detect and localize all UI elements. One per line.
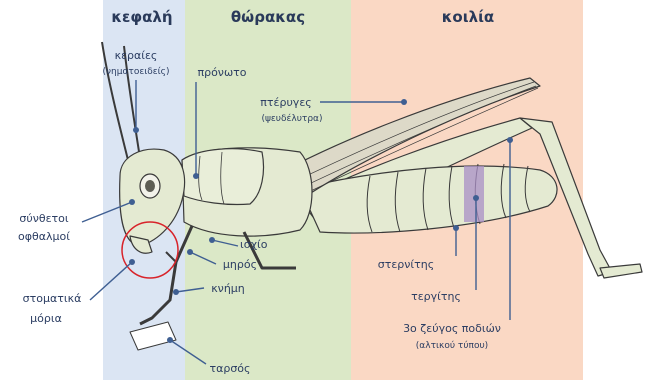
label-pronotum: πρόνωτο <box>197 66 246 79</box>
label-mouthparts-1: στοματικά <box>23 292 82 305</box>
label-coxa: ισχίο <box>240 238 268 251</box>
tergite-highlight <box>464 166 484 222</box>
label-wings: πτέρυγες <box>260 96 311 109</box>
label-third-legs-note: (αλτικού τύπου) <box>416 340 488 351</box>
region-title-thorax: θώρακας <box>231 8 305 26</box>
label-femur: μηρός <box>223 258 257 271</box>
label-tibia: κνήμη <box>211 282 245 295</box>
region-title-head: κεφαλή <box>111 8 172 26</box>
label-third-legs: 3ο ζεύγος ποδιών <box>403 322 501 335</box>
label-tergite: τεργίτης <box>411 290 461 303</box>
label-compound-eyes-2: οφθαλμοί <box>18 230 70 243</box>
label-tarsus: ταρσός <box>209 362 250 375</box>
label-mouthparts-2: μόρια <box>30 312 62 325</box>
label-antennae-note: (νηματοειδείς) <box>103 67 170 77</box>
label-wings-note: (ψευδέλυτρα) <box>261 113 322 124</box>
region-title-abdomen: κοιλία <box>442 8 494 26</box>
label-compound-eyes-1: σύνθετοι <box>19 212 69 225</box>
label-sternite: στερνίτης <box>378 258 434 271</box>
label-antennae: κεραίες <box>115 49 158 62</box>
